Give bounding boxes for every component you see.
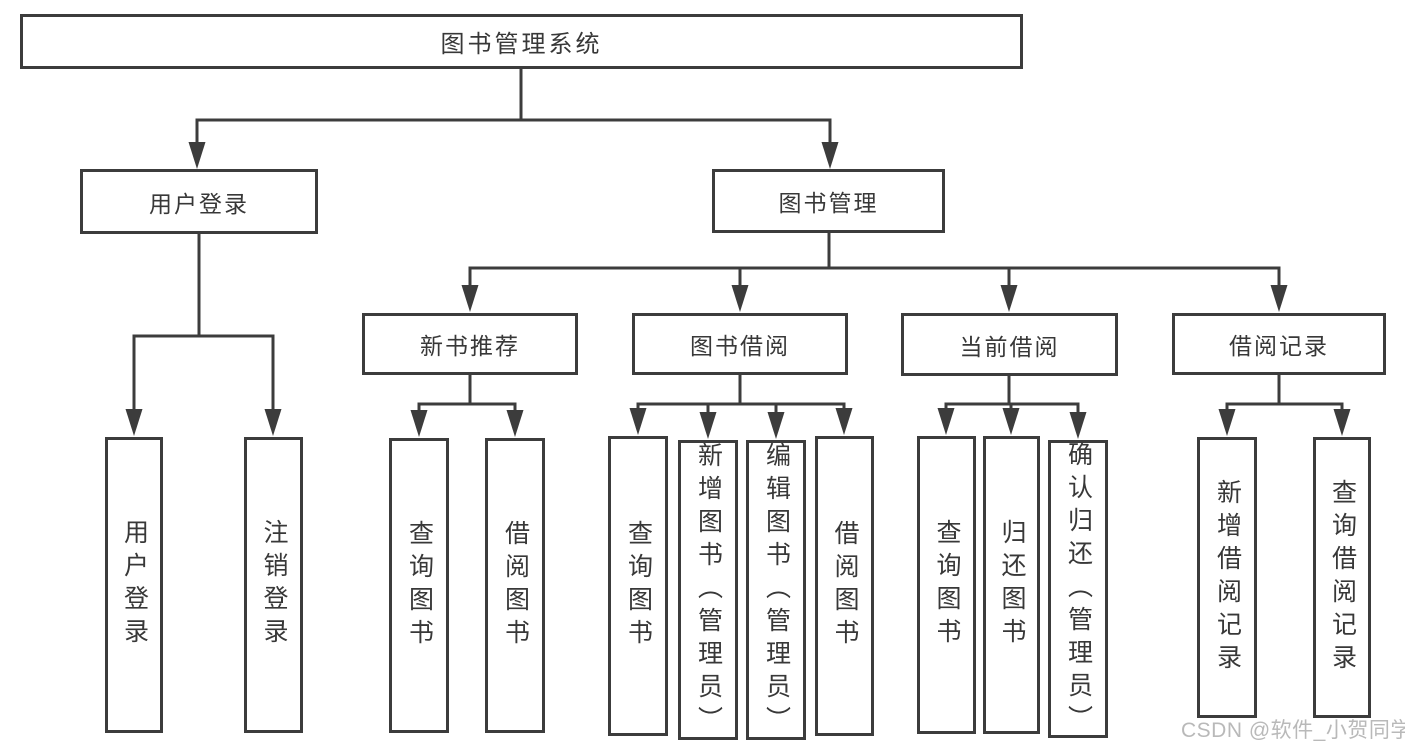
node-label: 借阅图书: [831, 520, 859, 652]
node-label: 图书借阅: [690, 333, 790, 359]
node-label: 编辑图书（管理员）: [762, 441, 791, 739]
node-label: 查询图书: [624, 520, 653, 652]
node-user-login: 用户登录: [80, 169, 318, 234]
node-book-borrowing: 图书借阅: [632, 313, 848, 375]
leaf-return-books: 归还图书: [983, 436, 1040, 734]
node-label: 借阅图书: [501, 519, 530, 652]
arrow-down-icon: [1069, 412, 1087, 439]
node-label: 查询图书: [405, 519, 434, 652]
arrow-down-icon: [835, 408, 853, 435]
node-label: 确认归还（管理员）: [1064, 440, 1093, 738]
node-book-management: 图书管理: [712, 169, 945, 233]
leaf-add-borrow-record: 新增借阅记录: [1197, 437, 1257, 718]
leaf-logout-login: 注销登录: [244, 437, 303, 733]
arrow-down-icon: [506, 410, 524, 437]
node-label: 新书推荐: [420, 333, 520, 359]
leaf-borrow-books-borrowing: 借阅图书: [815, 436, 874, 736]
leaf-borrow-books-recommend: 借阅图书: [485, 438, 545, 733]
node-label: 当前借阅: [959, 333, 1060, 360]
arrow-down-icon: [461, 285, 479, 312]
leaf-edit-book-admin: 编辑图书（管理员）: [746, 440, 806, 740]
arrow-down-icon: [821, 142, 839, 169]
node-label: 图书管理: [778, 190, 879, 216]
node-label: 借阅记录: [1229, 333, 1329, 359]
node-label: 注销登录: [260, 519, 288, 651]
leaf-add-book-admin: 新增图书（管理员）: [678, 440, 738, 740]
leaf-confirm-return-admin: 确认归还（管理员）: [1048, 440, 1108, 738]
arrow-down-icon: [1333, 409, 1351, 436]
arrow-down-icon: [767, 412, 785, 439]
arrow-down-icon: [264, 409, 282, 436]
node-borrowing-records: 借阅记录: [1172, 313, 1386, 375]
node-label: 图书管理系统: [440, 31, 603, 58]
leaf-search-books-recommend: 查询图书: [389, 438, 449, 733]
node-label: 用户登录: [149, 190, 249, 217]
node-label: 新增图书（管理员）: [694, 441, 723, 739]
leaf-search-borrow-record: 查询借阅记录: [1313, 437, 1371, 718]
arrow-down-icon: [410, 410, 428, 437]
arrow-down-icon: [1218, 409, 1236, 436]
leaf-search-books-current: 查询图书: [917, 436, 976, 734]
arrow-down-icon: [937, 408, 955, 435]
arrow-down-icon: [1270, 285, 1288, 312]
arrow-down-icon: [1000, 285, 1018, 312]
node-library-management-system: 图书管理系统: [20, 14, 1023, 69]
arrow-down-icon: [699, 412, 717, 439]
node-label: 查询图书: [933, 519, 961, 651]
node-new-book-recommend: 新书推荐: [362, 313, 578, 375]
node-label: 查询借阅记录: [1328, 478, 1357, 677]
arrow-down-icon: [731, 285, 749, 312]
node-label: 用户登录: [120, 519, 149, 651]
arrow-down-icon: [629, 408, 647, 435]
arrow-down-icon: [188, 142, 206, 169]
node-label: 新增借阅记录: [1213, 478, 1242, 677]
leaf-user-login: 用户登录: [105, 437, 163, 733]
node-label: 归还图书: [998, 519, 1026, 651]
arrow-down-icon: [125, 409, 143, 436]
leaf-search-books-borrowing: 查询图书: [608, 436, 668, 736]
node-current-borrowing: 当前借阅: [901, 313, 1118, 376]
csdn-watermark: CSDN @软件_小贺同学: [1181, 719, 1405, 742]
arrow-down-icon: [1002, 408, 1020, 435]
